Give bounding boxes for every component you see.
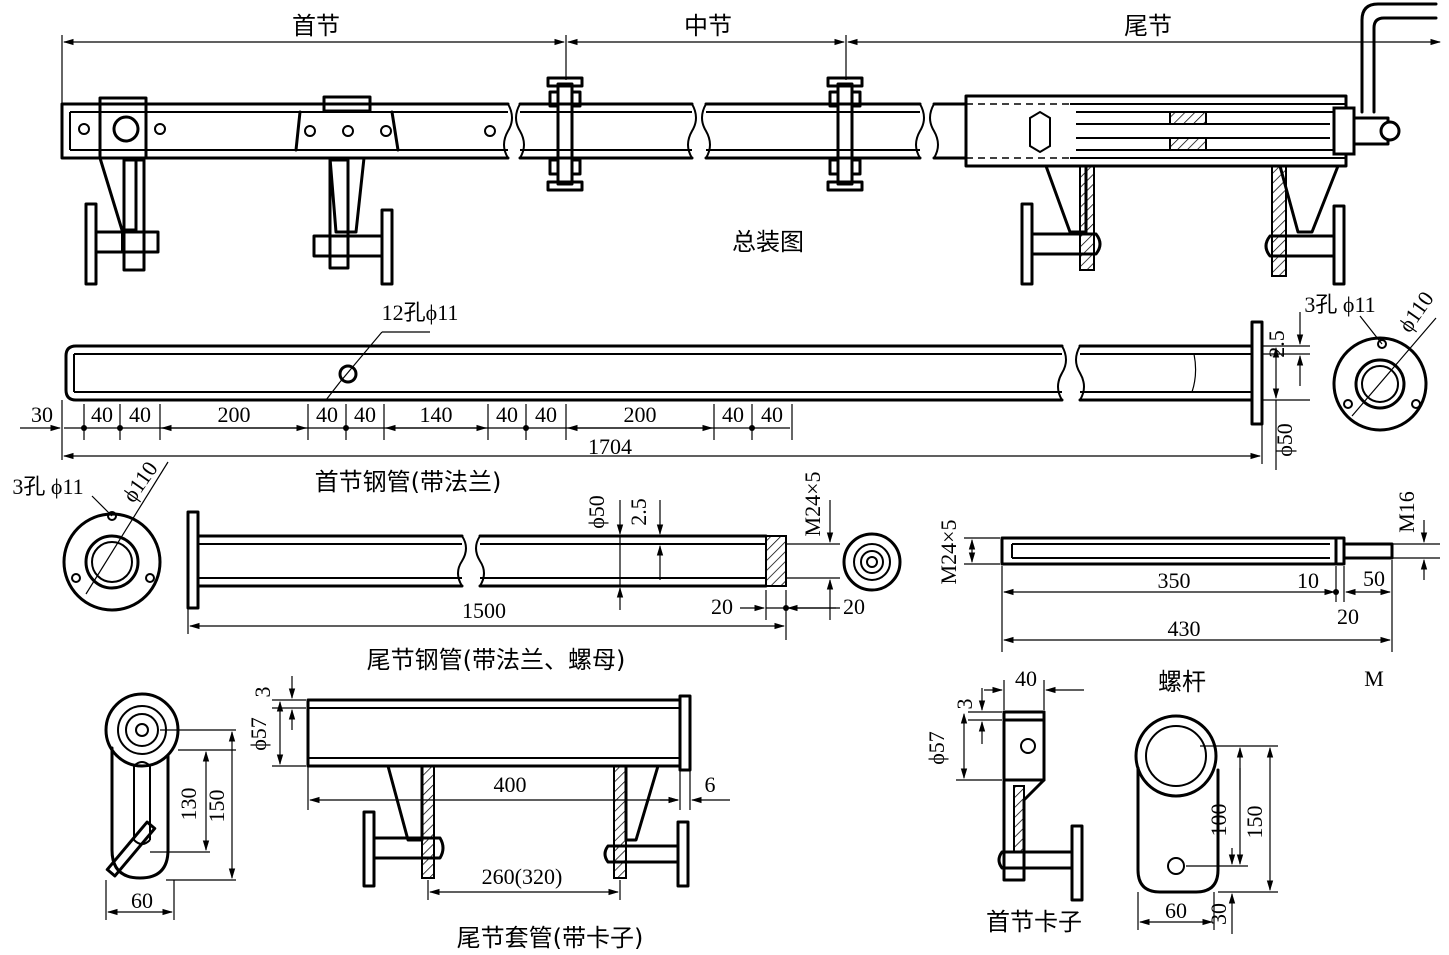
section-dimension-line xyxy=(61,35,1442,105)
tail-pipe-view xyxy=(186,500,840,640)
head-pipe-title: 首节钢管(带法兰) xyxy=(315,468,502,496)
tail-sleeve-title: 尾节套管(带卡子) xyxy=(457,924,644,952)
clamp-diameter: ϕ57 xyxy=(924,731,949,765)
clamp-width-40: 40 xyxy=(1015,666,1037,691)
tail-nut-left: 20 xyxy=(711,594,733,619)
head-bracket-right xyxy=(312,156,394,286)
m-view-label: M xyxy=(1364,666,1384,691)
tail-thread: M24×5 xyxy=(800,472,825,537)
screw-length-50: 50 xyxy=(1363,566,1385,591)
head-dim-40f: 40 xyxy=(535,402,557,427)
tail-section-pipe xyxy=(929,2,1438,168)
screw-length-350: 350 xyxy=(1158,568,1191,593)
head-dim-140: 140 xyxy=(420,402,453,427)
clamp-height-100: 100 xyxy=(1206,804,1231,837)
middle-section-pipe xyxy=(515,102,925,160)
flange-joint-right xyxy=(826,76,864,192)
screw-total-length: 430 xyxy=(1168,616,1201,641)
section-label-middle: 中节 xyxy=(684,12,732,40)
nut-end-view xyxy=(842,532,902,592)
section-label-tail: 尾节 xyxy=(1124,12,1172,40)
head-clamp-title: 首节卡子 xyxy=(986,908,1082,936)
clamp-height-150: 150 xyxy=(1242,806,1267,839)
assembly-view: 首节 中节 尾节 xyxy=(60,2,1442,286)
flange-joint-left xyxy=(546,76,584,192)
tail-flange-holes: 3孔 ϕ11 xyxy=(12,474,83,499)
head-bracket-left xyxy=(84,156,160,286)
head-dim-40d: 40 xyxy=(354,402,376,427)
tail-bracket-left xyxy=(1020,164,1102,286)
head-dim-30: 30 xyxy=(31,402,53,427)
screw-tip-thread: M16 xyxy=(1394,491,1419,533)
head-pipe-diameter: ϕ50 xyxy=(1272,423,1297,457)
head-total-length: 1704 xyxy=(588,434,632,459)
sleeve-wall-thickness: 3 xyxy=(250,687,275,698)
screw-length-20: 20 xyxy=(1337,604,1359,629)
head-dim-40h: 40 xyxy=(761,402,783,427)
tail-nut-right: 20 xyxy=(843,594,865,619)
head-flange-holes: 3孔 ϕ11 xyxy=(1304,292,1375,317)
head-dim-200b: 200 xyxy=(624,402,657,427)
clamp-wall-thickness: 3 xyxy=(952,699,977,710)
head-wall-thickness: 2.5 xyxy=(1264,330,1289,358)
sleeve-height-130: 130 xyxy=(176,788,201,821)
screw-thread: M24×5 xyxy=(936,520,961,585)
tail-flange-end-view xyxy=(62,461,169,612)
head-flange-end-view xyxy=(1332,315,1437,432)
head-holes-note: 12孔ϕ11 xyxy=(382,300,459,325)
sleeve-flange-6: 6 xyxy=(705,772,716,797)
head-section-pipe xyxy=(60,95,513,160)
sleeve-width-60: 60 xyxy=(131,888,153,913)
sleeve-height-150: 150 xyxy=(204,790,229,823)
head-dim-40b: 40 xyxy=(129,402,151,427)
clamp-height-30: 30 xyxy=(1206,903,1231,925)
head-pipe-view xyxy=(20,312,1310,470)
tail-pipe-diameter: ϕ50 xyxy=(584,495,609,529)
head-dim-40c: 40 xyxy=(316,402,338,427)
screw-length-10: 10 xyxy=(1297,568,1319,593)
head-dim-40e: 40 xyxy=(496,402,518,427)
head-clamp-view xyxy=(956,680,1084,902)
screw-title: 螺杆 xyxy=(1158,668,1206,696)
head-dim-200a: 200 xyxy=(218,402,251,427)
tail-pipe-title: 尾节钢管(带法兰、螺母) xyxy=(367,646,626,674)
clamp-width-60: 60 xyxy=(1165,898,1187,923)
tail-sleeve-view xyxy=(272,676,730,900)
sleeve-length-400: 400 xyxy=(494,772,527,797)
tail-bracket-right xyxy=(1264,164,1346,286)
head-flange-diameter: ϕ110 xyxy=(1393,287,1439,337)
assembly-title: 总装图 xyxy=(732,228,804,256)
head-dim-40g: 40 xyxy=(722,402,744,427)
tail-sleeve-end-view xyxy=(104,692,236,920)
screw-view xyxy=(964,520,1440,652)
tail-pipe-length: 1500 xyxy=(462,598,506,623)
head-clamp-end-view xyxy=(1134,714,1278,934)
sleeve-diameter: ϕ57 xyxy=(246,717,271,751)
section-label-head: 首节 xyxy=(292,12,340,40)
sleeve-clamp-span: 260(320) xyxy=(482,864,563,889)
tail-wall-thickness: 2.5 xyxy=(626,498,651,526)
head-dim-40a: 40 xyxy=(91,402,113,427)
